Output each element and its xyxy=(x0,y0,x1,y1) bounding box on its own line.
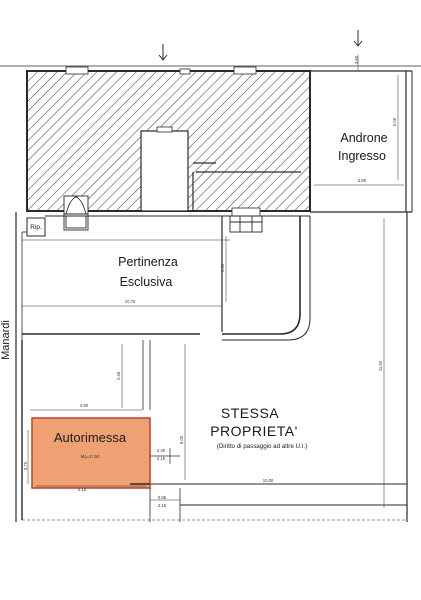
dim-490: 4.90 xyxy=(80,403,89,408)
street-label: Manardi xyxy=(0,320,12,360)
stessa-label-1: STESSA xyxy=(221,405,279,421)
androne-label-2: Ingresso xyxy=(338,149,386,163)
dim-215-lower: 2.15 xyxy=(158,503,167,508)
stair-void xyxy=(140,130,189,212)
dim-430: 4.30 xyxy=(220,263,225,272)
dim-1000: 10.00 xyxy=(263,478,274,483)
window-top-left xyxy=(65,66,89,75)
pertinenza-label-1: Pertinenza xyxy=(118,255,178,269)
entry-door xyxy=(63,195,89,231)
androne-label-1: Androne xyxy=(340,131,387,145)
autorimessa-room xyxy=(31,417,151,489)
stair-window xyxy=(156,126,173,133)
utility-box xyxy=(229,215,263,233)
dim-1075: 10.75 xyxy=(125,299,136,304)
stessa-note: (Diritto di passaggio ad altre U.I.) xyxy=(217,443,307,450)
dim-415: 4.15 xyxy=(78,487,87,492)
pertinenza-label-2: Esclusiva xyxy=(120,275,173,289)
autorimessa-label: Autorimessa xyxy=(54,430,127,445)
window-top-right xyxy=(233,66,257,75)
dim-1100: 11.00 xyxy=(378,360,383,371)
stessa-label-2: PROPRIETA' xyxy=(210,423,298,439)
window-top-mid xyxy=(179,68,191,75)
dim-605: 6.05 xyxy=(392,117,397,126)
curved-wall xyxy=(222,216,301,335)
section-arrow-right xyxy=(353,30,363,47)
dim-375: 3.75 xyxy=(23,461,28,470)
dim-380-androne: 3.80 xyxy=(358,178,367,183)
dim-085: 0.85 xyxy=(158,495,167,500)
section-arrow-left xyxy=(158,44,168,61)
rip-box xyxy=(26,217,46,237)
dim-800: 8.00 xyxy=(179,435,184,444)
autorimessa-area: Mq=17,50 xyxy=(81,454,100,459)
dim-380-top: 3.80 xyxy=(354,55,359,64)
rip-label: Rip. xyxy=(30,224,42,231)
curved-wall-inner xyxy=(222,216,311,341)
dim-230: 2.30 xyxy=(157,448,166,453)
dim-248: 2.48 xyxy=(116,371,121,380)
dim-215: 2.15 xyxy=(157,456,166,461)
